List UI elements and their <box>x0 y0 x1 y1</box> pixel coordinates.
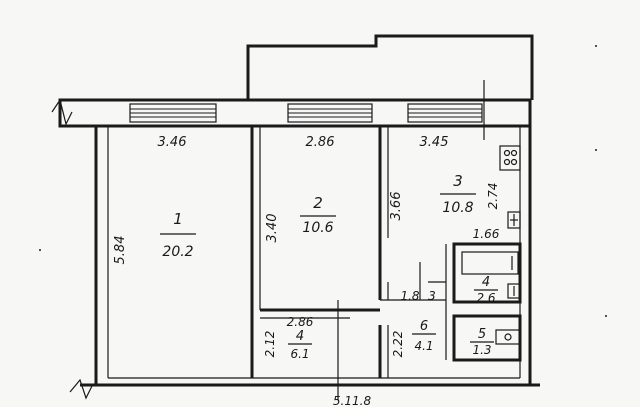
dimension-label: 2.22 <box>391 331 405 358</box>
dimension-label: 2.12 <box>263 331 277 358</box>
room-number: 3 <box>453 172 463 190</box>
dimension-label: 2.74 <box>486 183 500 210</box>
room-area: 20.2 <box>162 244 193 260</box>
room-area: 2.6 <box>476 291 495 305</box>
dimension-label: 5.84 <box>113 236 128 265</box>
room-number: 6 <box>420 319 428 334</box>
dimension-label: 1.8 <box>400 289 419 303</box>
room-area: 1.3 <box>472 343 491 357</box>
dimension-labels: 3.46 2.86 3.45 5.84 3.40 3.66 2.74 1.66 … <box>113 135 500 407</box>
room-area: 4.1 <box>414 339 433 353</box>
room-number: 1 <box>173 210 183 228</box>
room-labels: 1 20.2 2 10.6 3 10.8 4 2.6 4 6.1 5 1.3 6… <box>160 172 498 361</box>
room-area: 6.1 <box>290 347 309 361</box>
dimension-label: 2.86 <box>306 135 335 150</box>
room-number: 2 <box>313 194 323 212</box>
dimension-label: 3.66 <box>389 192 404 221</box>
dimension-label: 5.11.8 <box>333 394 372 407</box>
toilet-icon <box>495 329 521 345</box>
partitions <box>250 126 522 378</box>
room-number: 4 <box>296 329 304 344</box>
room-number: 4 <box>482 275 490 290</box>
room-area: 10.6 <box>302 220 333 236</box>
bathroom-block <box>452 242 522 304</box>
balcony-outline <box>246 34 534 100</box>
kitchen-sink-icon <box>507 211 521 229</box>
break-mark-bottom <box>69 378 93 400</box>
dimension-label: 3 <box>428 289 436 303</box>
scan-specks <box>39 45 607 317</box>
break-mark-left <box>51 98 73 126</box>
windows <box>129 80 485 140</box>
room-number: 5 <box>478 327 486 342</box>
room-area: 10.8 <box>442 200 473 216</box>
dimension-label: 3.46 <box>158 135 187 150</box>
stove-icon <box>499 145 521 171</box>
bathtub-icon <box>461 251 519 275</box>
dimension-label: 3.45 <box>420 135 449 150</box>
fixtures <box>337 145 521 400</box>
dimension-label: 1.66 <box>473 227 500 241</box>
dimension-label: 2.86 <box>287 315 314 329</box>
dimension-label: 3.40 <box>265 214 280 243</box>
washbasin-icon <box>507 283 521 299</box>
